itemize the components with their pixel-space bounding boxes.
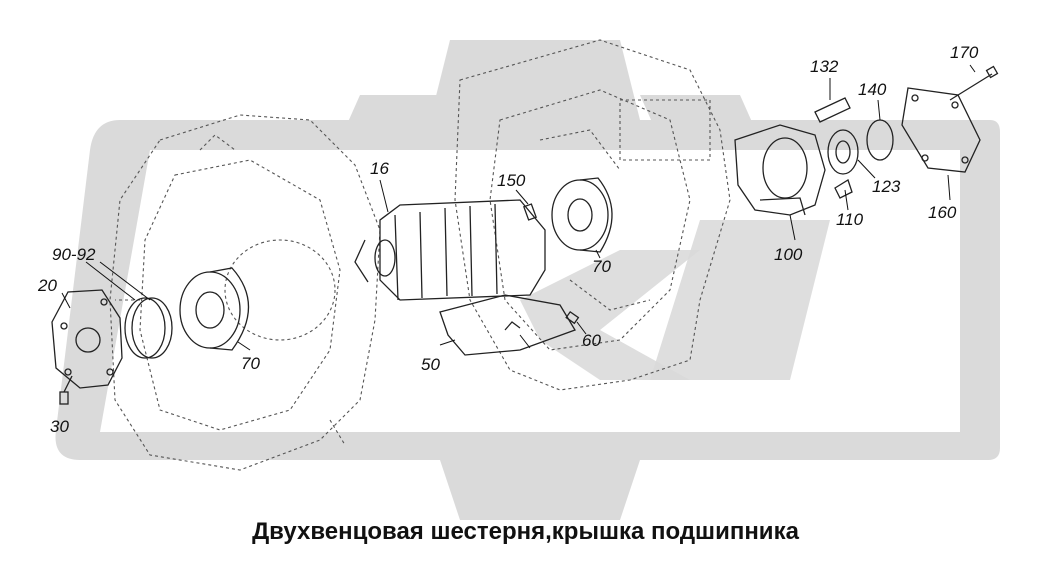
callout-150: 150	[497, 171, 526, 190]
bearing-housing-100	[734, 124, 826, 216]
left-gearbox-housing	[109, 114, 381, 471]
callout-170: 170	[950, 43, 979, 62]
bearing-cover-20	[51, 289, 123, 389]
callout-132: 132	[810, 57, 839, 76]
callout-160: 160	[928, 203, 957, 222]
bolt-170	[949, 65, 999, 101]
bearing-123	[827, 129, 859, 175]
callout-140: 140	[858, 80, 887, 99]
diagram-caption: Двухвенцовая шестерня,крышка подшипника	[252, 518, 799, 545]
callout-70-left: 70	[241, 354, 260, 373]
leader-lines	[61, 64, 976, 351]
callout-20: 20	[38, 276, 57, 295]
bearing-70-right	[551, 177, 613, 253]
callout-50: 50	[421, 355, 440, 374]
callout-30: 30	[50, 417, 69, 436]
plug-60	[565, 310, 580, 325]
callout-60: 60	[582, 331, 601, 350]
callout-123: 123	[872, 177, 901, 196]
lock-washer-110	[834, 179, 853, 199]
right-gearbox-housing	[454, 39, 731, 391]
bolt-30	[59, 375, 73, 405]
oil-deflector-50	[439, 294, 576, 356]
callout-100: 100	[774, 245, 803, 264]
double-gear-16	[354, 199, 546, 301]
shim-rings-90-92	[124, 297, 173, 359]
pin-132	[814, 97, 851, 123]
callout-90-92: 90-92	[52, 245, 96, 264]
callout-70-right: 70	[592, 257, 611, 276]
callout-16: 16	[370, 159, 389, 178]
key-150	[523, 203, 537, 221]
callout-110: 110	[836, 210, 864, 229]
bearing-70-left	[179, 267, 250, 351]
watermark-logo	[55, 40, 1000, 520]
